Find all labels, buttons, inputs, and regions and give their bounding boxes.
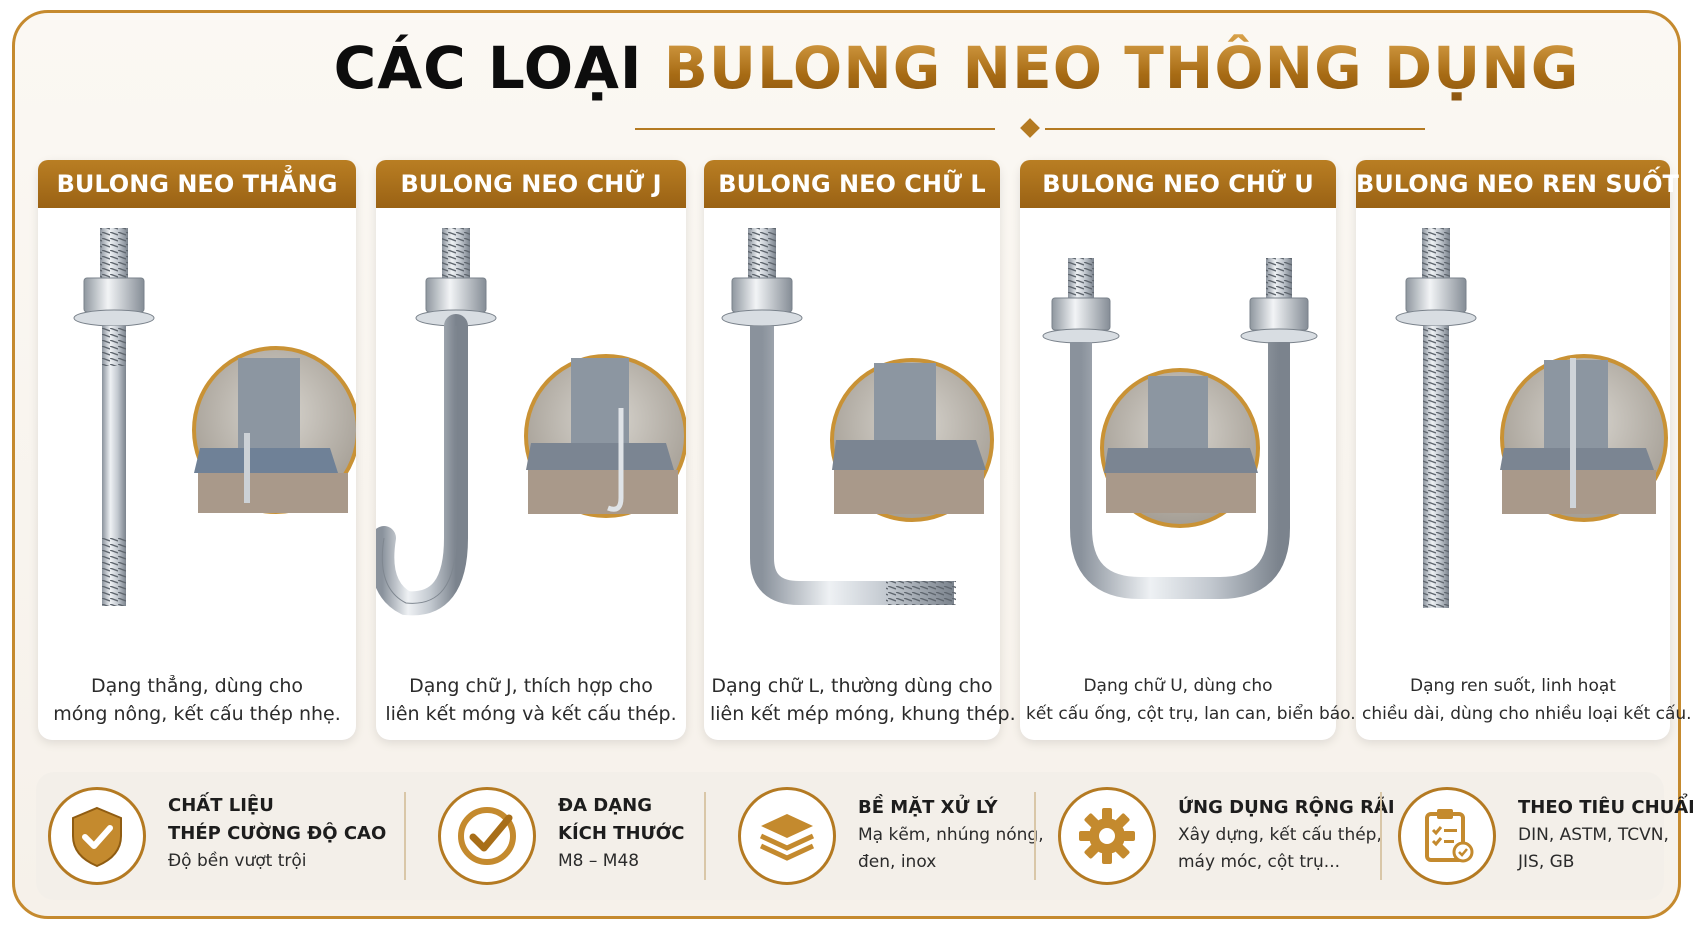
bolt-icon <box>73 228 155 606</box>
title-divider <box>635 118 1425 138</box>
threaded-rod-bolt-illustration <box>1356 208 1670 670</box>
feature-divider <box>1380 792 1382 880</box>
u-anchor-bolt-illustration <box>1020 208 1336 670</box>
shield-check-icon <box>48 787 146 885</box>
j-anchor-bolt-illustration <box>370 208 688 670</box>
card-title: BULONG NEO CHỮ L <box>704 160 1000 208</box>
l-anchor-bolt-illustration <box>704 208 1000 670</box>
card-j-bolt: BULONG NEO CHỮ J Dạng chữ J, thích hợp c… <box>370 160 688 740</box>
poster-title: CÁC LOẠI BULONG NEO THÔNG DỤNG <box>0 28 1693 108</box>
title-part2: BULONG NEO THÔNG DỤNG <box>663 34 1580 102</box>
card-title: BULONG NEO REN SUỐT <box>1356 160 1679 208</box>
card-title: BULONG NEO CHỮ U <box>1020 160 1336 208</box>
card-title: BULONG NEO THẲNG <box>38 160 356 208</box>
feature-strip: CHẤT LIỆU THÉP CƯỜNG ĐỘ CAO Độ bền vượt … <box>36 772 1693 900</box>
layers-icon <box>738 787 836 885</box>
gear-icon <box>1058 787 1156 885</box>
clipboard-icon <box>1398 787 1496 885</box>
check-circle-icon <box>438 787 536 885</box>
title-part1: CÁC LOẠI <box>333 34 643 102</box>
feature-divider <box>1034 792 1036 880</box>
card-title: BULONG NEO CHỮ J <box>376 160 686 208</box>
card-threaded-bolt: BULONG NEO REN SUỐT Dạng ren suốt, linh … <box>1356 160 1692 740</box>
feature-divider <box>704 792 706 880</box>
installation-scene <box>192 346 360 514</box>
card-l-bolt: BULONG NEO CHỮ L Dạng chữ L, thường dùng… <box>704 160 1016 740</box>
straight-anchor-bolt-illustration <box>38 208 360 670</box>
feature-divider <box>404 792 406 880</box>
